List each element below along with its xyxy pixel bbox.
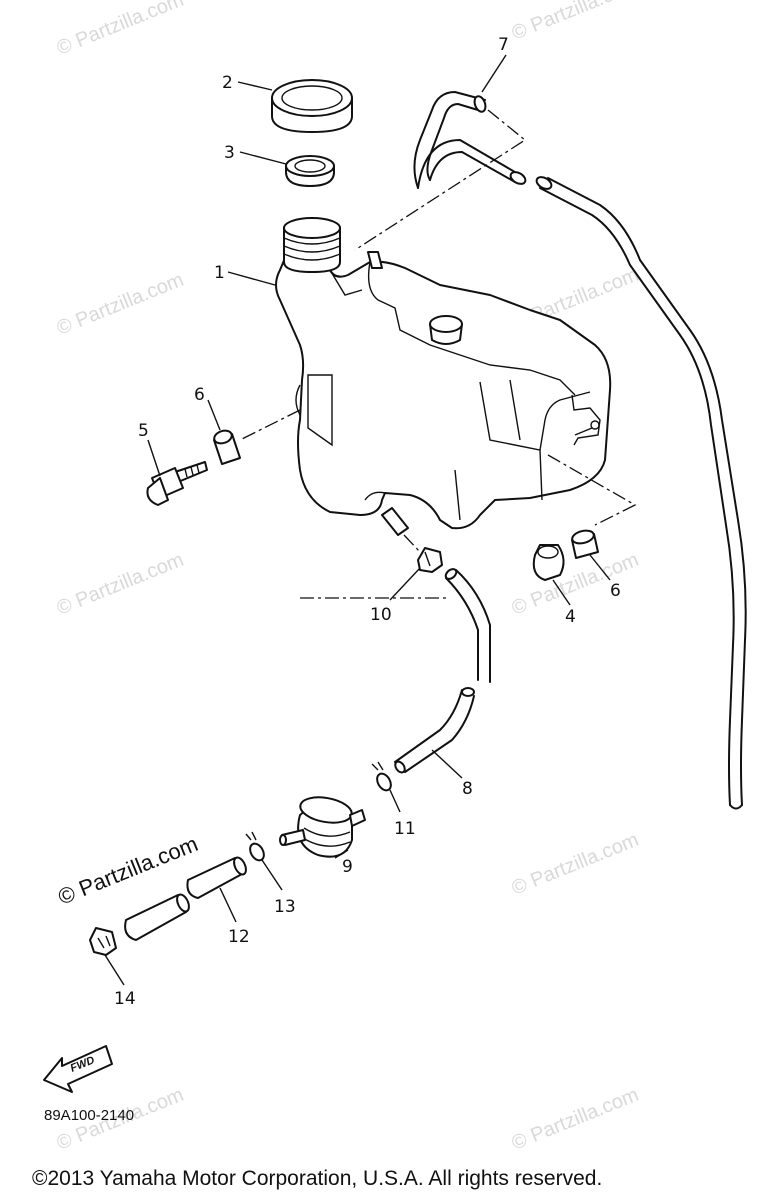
diagram-code: 89A100-2140 bbox=[44, 1107, 134, 1124]
part-clamp-11 bbox=[371, 761, 392, 792]
callout-6-left: 6 bbox=[194, 385, 205, 405]
part-hose-12 bbox=[124, 856, 247, 941]
part-hose-8 bbox=[394, 568, 491, 774]
callout-6-right: 6 bbox=[610, 581, 621, 601]
callout-3: 3 bbox=[224, 143, 235, 163]
part-oil-tank bbox=[275, 217, 612, 536]
part-filter bbox=[279, 796, 366, 858]
part-clamp-13 bbox=[245, 831, 265, 862]
part-bolt bbox=[146, 461, 208, 506]
part-cap bbox=[271, 79, 353, 133]
callout-numbers: 2 3 1 7 5 6 4 6 10 8 11 9 13 12 14 bbox=[114, 35, 621, 1009]
fwd-arrow-icon: FWD bbox=[43, 1045, 113, 1093]
callout-12: 12 bbox=[228, 927, 250, 947]
part-gasket bbox=[285, 155, 335, 187]
watermark-7: © Partzilla.com bbox=[509, 829, 642, 900]
callout-11: 11 bbox=[394, 819, 416, 839]
part-breather-hose bbox=[413, 91, 747, 810]
leader-lines bbox=[104, 54, 611, 986]
callout-7: 7 bbox=[498, 35, 509, 55]
watermark-1: © Partzilla.com bbox=[54, 0, 187, 60]
part-collar-left bbox=[213, 429, 241, 465]
callout-9: 9 bbox=[342, 857, 353, 877]
callout-2: 2 bbox=[222, 73, 233, 93]
callout-5: 5 bbox=[138, 421, 149, 441]
part-clip-10 bbox=[417, 547, 443, 573]
watermark-2: © Partzilla.com bbox=[509, 0, 642, 45]
callout-13: 13 bbox=[274, 897, 296, 917]
watermark-5: © Partzilla.com bbox=[54, 549, 187, 620]
watermark-9: © Partzilla.com bbox=[509, 1084, 642, 1155]
watermark-3: © Partzilla.com bbox=[54, 269, 187, 340]
copyright-text: ©2013 Yamaha Motor Corporation, U.S.A. A… bbox=[32, 1167, 602, 1190]
callout-14: 14 bbox=[114, 989, 136, 1009]
callout-10: 10 bbox=[370, 605, 392, 625]
part-grommet bbox=[532, 544, 565, 581]
callout-1: 1 bbox=[214, 263, 225, 283]
callout-8: 8 bbox=[462, 779, 473, 799]
assembly-lines bbox=[239, 109, 637, 599]
callout-4: 4 bbox=[565, 607, 576, 627]
part-clip-14 bbox=[89, 927, 117, 956]
part-collar-right bbox=[571, 529, 599, 559]
